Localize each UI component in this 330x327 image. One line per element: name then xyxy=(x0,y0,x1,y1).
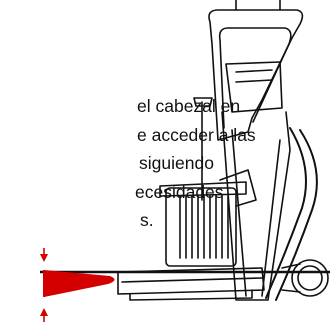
down-arrow-icon xyxy=(40,254,48,262)
text-line: e acceder a las xyxy=(137,124,256,145)
machine-column xyxy=(221,111,291,301)
tilt-wedge xyxy=(44,270,115,297)
text-line: siguiendo xyxy=(139,153,214,173)
motor-body xyxy=(165,187,237,267)
handle-frame xyxy=(208,9,304,141)
base-plate xyxy=(117,267,265,295)
control-panel xyxy=(225,61,283,113)
text-line: el cabezal en xyxy=(137,96,241,116)
instruction-text: el cabezal en e acceder a las siguiendo … xyxy=(0,92,256,235)
text-line: ecesidades xyxy=(135,181,224,202)
text-line: s. xyxy=(140,210,154,230)
up-arrow-icon xyxy=(40,308,48,316)
vacuum-hose xyxy=(275,129,318,301)
wheel xyxy=(291,259,329,297)
